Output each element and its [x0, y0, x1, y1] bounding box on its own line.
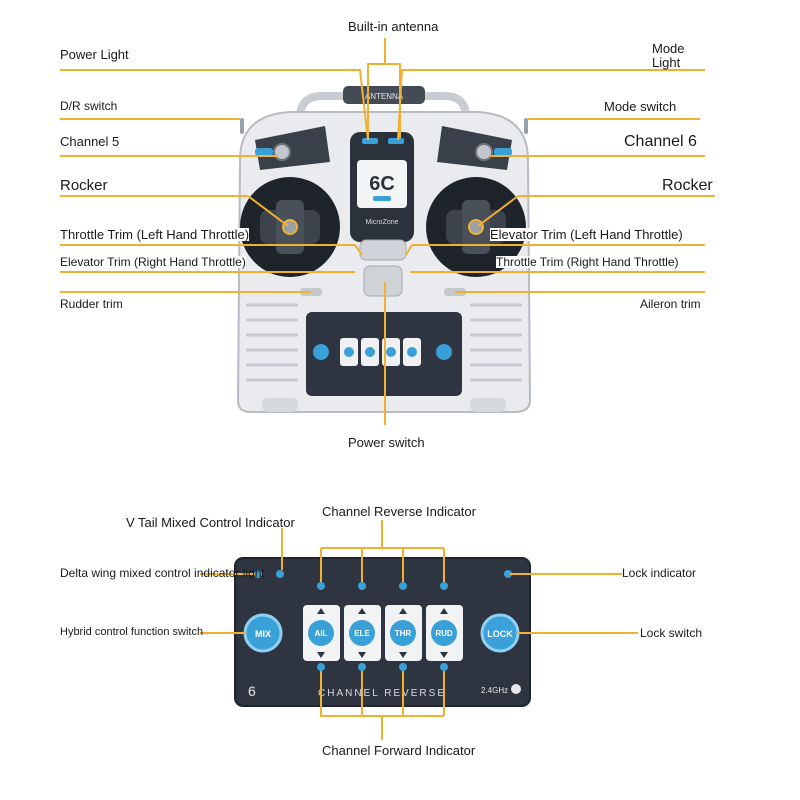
label-hybrid-switch: Hybrid control function switch: [60, 626, 204, 638]
panel-freq: 2.4GHz: [481, 686, 508, 695]
label-channel-6: Channel 6: [624, 133, 697, 150]
label-throttle-trim-left: Throttle Trim (Left Hand Throttle): [60, 227, 250, 242]
label-lock-switch: Lock switch: [640, 626, 703, 640]
label-v-tail-indicator: V Tail Mixed Control Indicator: [126, 515, 295, 530]
panel-number: 6: [248, 683, 256, 699]
channel6-knob: [475, 143, 493, 161]
channel-label-ele: ELE: [354, 629, 370, 638]
label-mode-switch: Mode switch: [604, 99, 677, 114]
channel-panel: MIX LOCK AIL ELE THR RUD CHANNEL REVERSE: [234, 557, 531, 707]
label-aileron-trim: Aileron trim: [640, 297, 701, 311]
channel-keys: AIL ELE THR RUD: [303, 605, 463, 661]
screen-text: 6C: [369, 173, 395, 195]
antenna-plate-label: ANTENNA: [365, 92, 404, 101]
channel-label-ail: AIL: [315, 629, 328, 638]
label-channel-forward-indicator: Channel Forward Indicator: [322, 743, 476, 758]
label-elevator-trim-right: Elevator Trim (Right Hand Throttle): [60, 255, 246, 269]
label-delta-wing-indicator: Delta wing mixed control indicator light: [60, 566, 265, 580]
mode-light-led: [388, 138, 404, 144]
label-power-switch: Power switch: [348, 435, 425, 450]
label-channel-reverse-indicator: Channel Reverse Indicator: [322, 504, 476, 519]
right-shoulder: [437, 126, 512, 170]
label-built-in-antenna: Built-in antenna: [348, 19, 439, 34]
panel-footer-text: CHANNEL REVERSE: [318, 688, 446, 699]
label-elevator-trim-left: Elevator Trim (Left Hand Throttle): [490, 227, 683, 242]
channel-label-thr: THR: [395, 629, 412, 638]
label-dr-switch: D/R switch: [60, 99, 118, 113]
brand-text: MicroZone: [365, 219, 398, 226]
power-switch: [363, 265, 403, 297]
label-lock-indicator: Lock indicator: [622, 566, 697, 580]
top-leader-lines: [60, 38, 715, 425]
label-mode-light: Mode Light: [652, 41, 685, 70]
label-power-light: Power Light: [60, 47, 129, 62]
label-throttle-trim-right: Throttle Trim (Right Hand Throttle): [496, 255, 679, 269]
screen: [357, 160, 407, 208]
label-channel-5: Channel 5: [60, 134, 120, 149]
lock-button-label: LOCK: [487, 629, 513, 639]
label-rudder-trim: Rudder trim: [60, 297, 123, 311]
label-rocker-left: Rocker: [60, 177, 108, 194]
power-light-led: [362, 138, 378, 144]
channel-label-rud: RUD: [435, 629, 453, 638]
mix-button-label: MIX: [255, 629, 271, 639]
left-shoulder: [255, 126, 330, 170]
channel5-knob: [273, 143, 291, 161]
bottom-leader-lines: [200, 520, 638, 740]
label-rocker-right: Rocker: [662, 177, 713, 194]
